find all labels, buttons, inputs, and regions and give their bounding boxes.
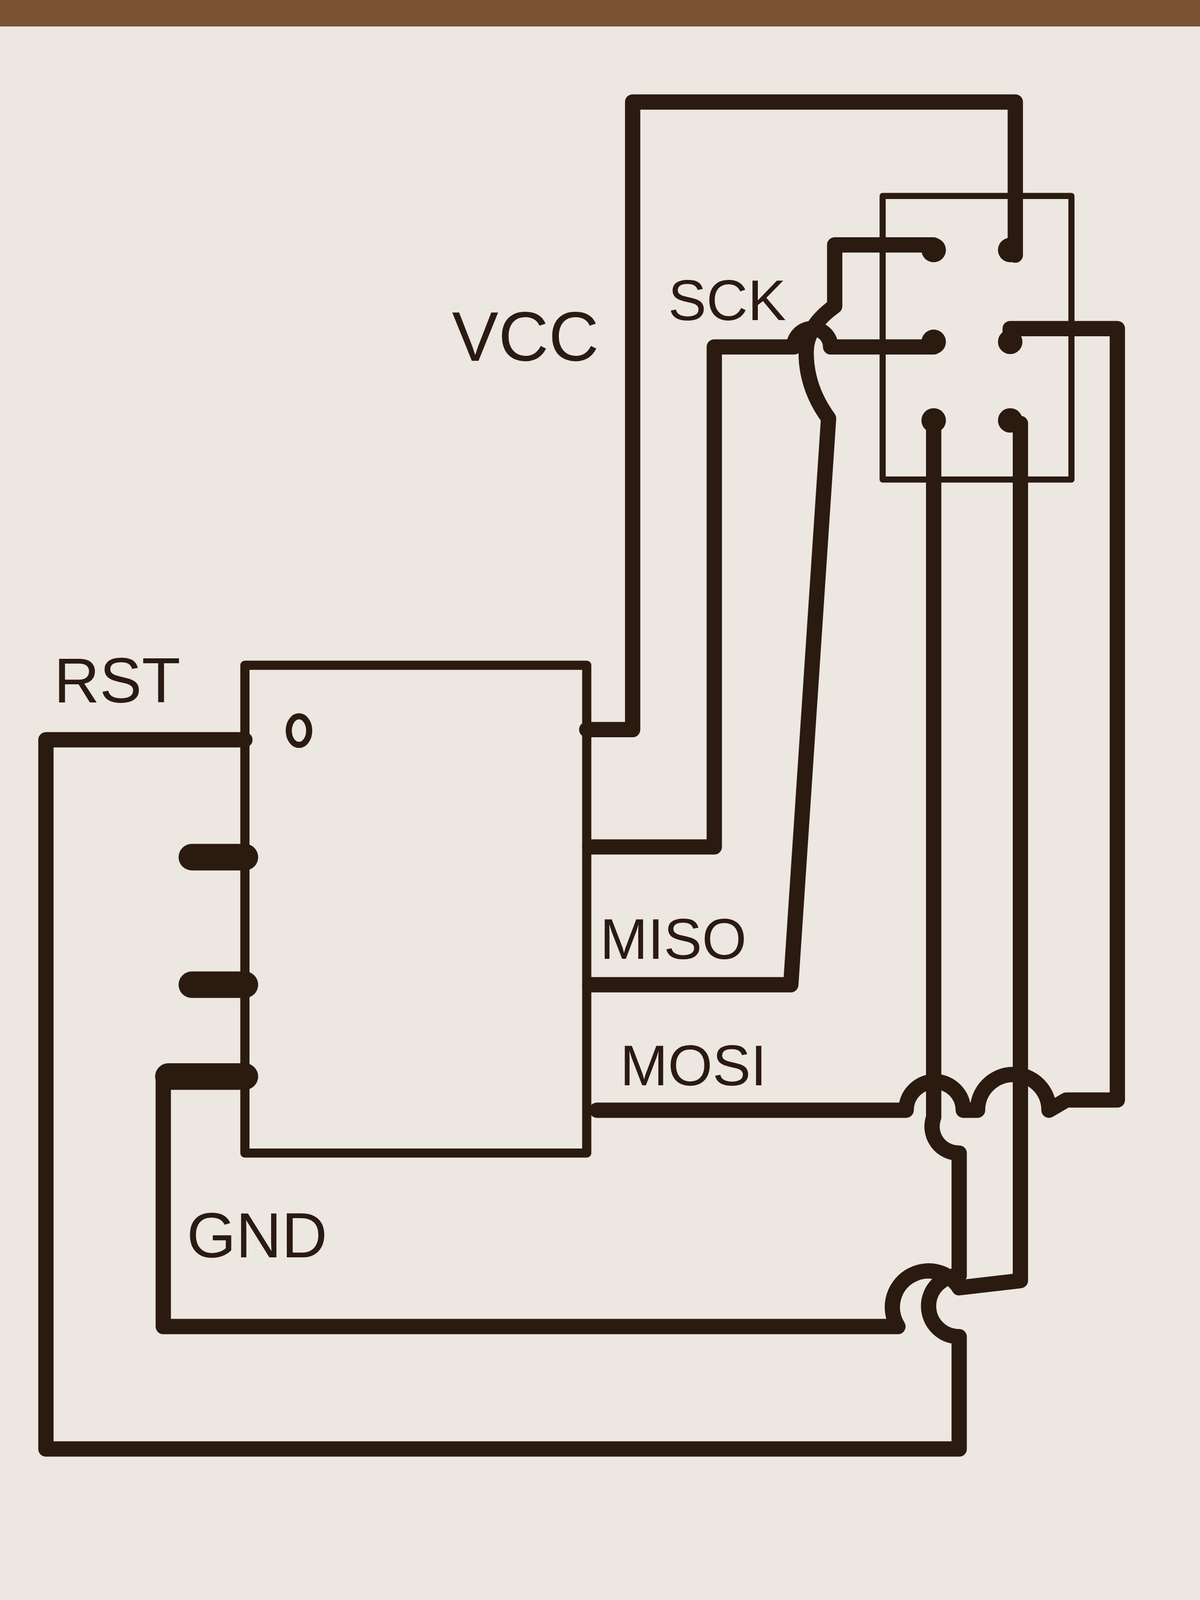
miso-trace — [589, 245, 934, 985]
chip-pads — [168, 857, 245, 1077]
gnd-trace — [163, 423, 1021, 1327]
paper — [0, 26, 1200, 1600]
signal-label: MISO — [597, 910, 750, 968]
signal-label: MOSI — [617, 1036, 770, 1095]
signal-label: SCK — [665, 271, 790, 329]
rst-trace — [46, 423, 960, 1450]
signal-label: VCC — [449, 301, 602, 372]
sck-trace — [589, 328, 934, 847]
header-pins — [921, 237, 1023, 433]
wood-edge — [0, 0, 1200, 27]
chip-outline — [245, 665, 587, 1153]
signal-label: GND — [183, 1203, 331, 1268]
signal-label: RST — [50, 649, 184, 713]
pin1-marker — [288, 716, 310, 745]
mosi-trace — [597, 328, 1118, 1111]
vcc-trace — [586, 101, 1016, 730]
